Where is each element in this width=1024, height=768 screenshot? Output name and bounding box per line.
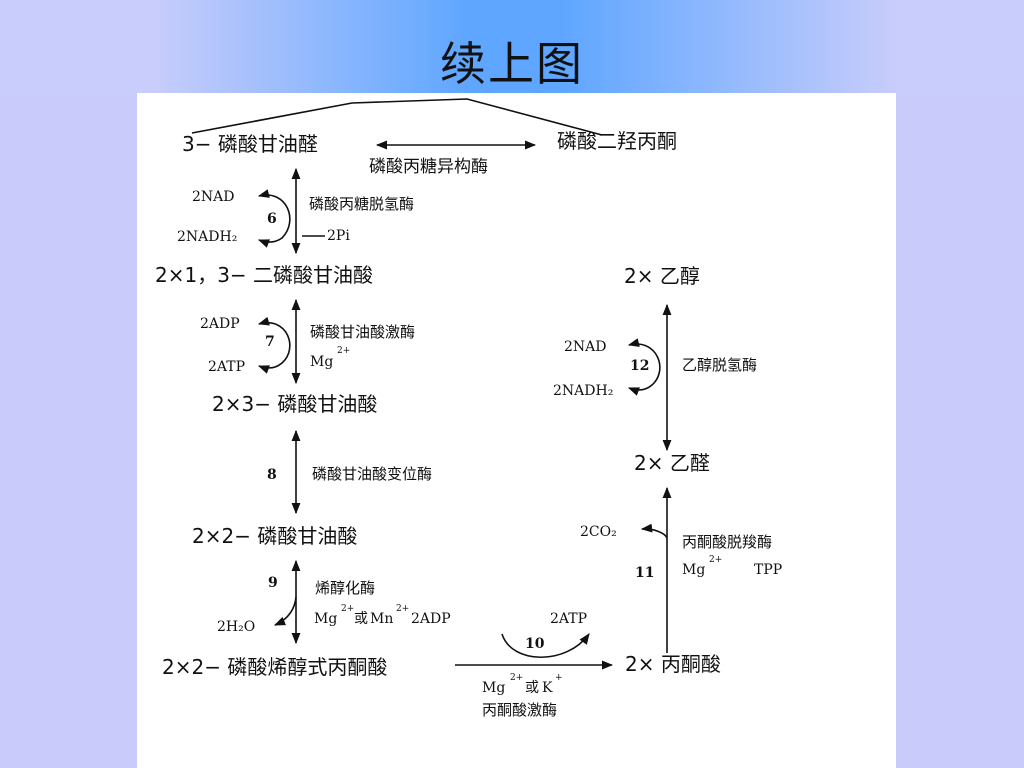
step10-metal-a-charge: 2+: [510, 673, 523, 683]
step9-enzyme: 烯醇化酶: [315, 579, 375, 597]
step10-metal-b-charge: +: [555, 673, 563, 683]
step7-number: 7: [265, 334, 275, 350]
step11-metal-charge: 2+: [709, 555, 722, 565]
step6-extra: 2Pi: [327, 228, 350, 244]
step8-number: 8: [267, 467, 277, 483]
step7-cofactor-out: 2ATP: [208, 359, 245, 375]
step10-enzyme: 丙酮酸激酶: [482, 701, 557, 719]
step12-enzyme: 乙醇脱氢酶: [682, 356, 757, 374]
step11-metal: Mg: [682, 562, 705, 578]
step11-co2-arrow: [640, 523, 668, 539]
step7-enzyme: 磷酸甘油酸激酶: [310, 323, 415, 341]
step10-product: 2ATP: [550, 611, 587, 627]
step6-cofactor-in: 2NAD: [192, 189, 235, 205]
step11-product: 2CO₂: [580, 524, 617, 540]
step9-number: 9: [268, 575, 278, 591]
step10-or-text: 或: [525, 680, 539, 696]
step12-number: 12: [630, 358, 649, 374]
compound-2pg: 2×2− 磷酸甘油酸: [192, 524, 357, 548]
step11-enzyme: 丙酮酸脱羧酶: [682, 533, 772, 551]
step9-product: 2H₂O: [217, 619, 255, 635]
step10-metal-b: K: [542, 680, 553, 696]
step7-metal: Mg: [310, 354, 333, 370]
step10-number: 10: [525, 636, 545, 652]
step7-curve-arrow: [257, 316, 291, 374]
compound-13bpg: 2×1，3− 二磷酸甘油酸: [155, 263, 373, 287]
step8-enzyme: 磷酸甘油酸变位酶: [312, 465, 432, 483]
compound-3pg: 2×3− 磷酸甘油酸: [212, 392, 377, 416]
step9-water-arrow: [273, 596, 297, 626]
step7-metal-charge: 2+: [337, 346, 350, 356]
step12-cofactor-in: 2NAD: [564, 339, 607, 355]
slide-title: 续上图: [440, 37, 584, 91]
split-line: [191, 98, 603, 136]
step9-extra: 2ADP: [411, 611, 451, 627]
enzyme-isomerase: 磷酸丙糖异构酶: [369, 157, 488, 177]
compound-acetaldehyde: 2× 乙醛: [634, 451, 710, 475]
step9-or-text: 或: [354, 611, 368, 627]
compound-dhap: 磷酸二羟丙酮: [557, 129, 677, 153]
step7-cofactor-in: 2ADP: [200, 316, 240, 332]
compound-pep: 2×2− 磷酸烯醇式丙酮酸: [162, 655, 387, 679]
step10-metal-a: Mg: [482, 680, 505, 696]
step9-metal-a-charge: 2+: [341, 604, 354, 614]
step11-extra: TPP: [754, 562, 782, 578]
step12-curve-arrow: [627, 338, 661, 396]
step12-cofactor-out: 2NADH₂: [553, 383, 613, 399]
step11-number: 11: [635, 565, 654, 581]
compound-ethanol: 2× 乙醇: [624, 264, 700, 288]
step9-metal-b: Mn: [370, 611, 393, 627]
step6-curve-arrow: [257, 189, 291, 248]
glycolysis-fermentation-diagram: 3− 磷酸甘油醛 磷酸二羟丙酮 磷酸丙糖异构酶 2NAD 2NADH₂ 6 磷酸…: [155, 98, 782, 719]
step9-metal-a: Mg: [314, 611, 337, 627]
step6-cofactor-out: 2NADH₂: [177, 229, 237, 245]
step10-curve-arrow: [501, 633, 590, 659]
step6-number: 6: [267, 211, 277, 227]
compound-pyruvate: 2× 丙酮酸: [625, 652, 721, 676]
compound-g3p: 3− 磷酸甘油醛: [182, 132, 318, 156]
step9-metal-b-charge: 2+: [396, 604, 409, 614]
diagram-panel: 3− 磷酸甘油醛 磷酸二羟丙酮 磷酸丙糖异构酶 2NAD 2NADH₂ 6 磷酸…: [137, 93, 896, 768]
step6-enzyme: 磷酸丙糖脱氢酶: [309, 195, 414, 213]
